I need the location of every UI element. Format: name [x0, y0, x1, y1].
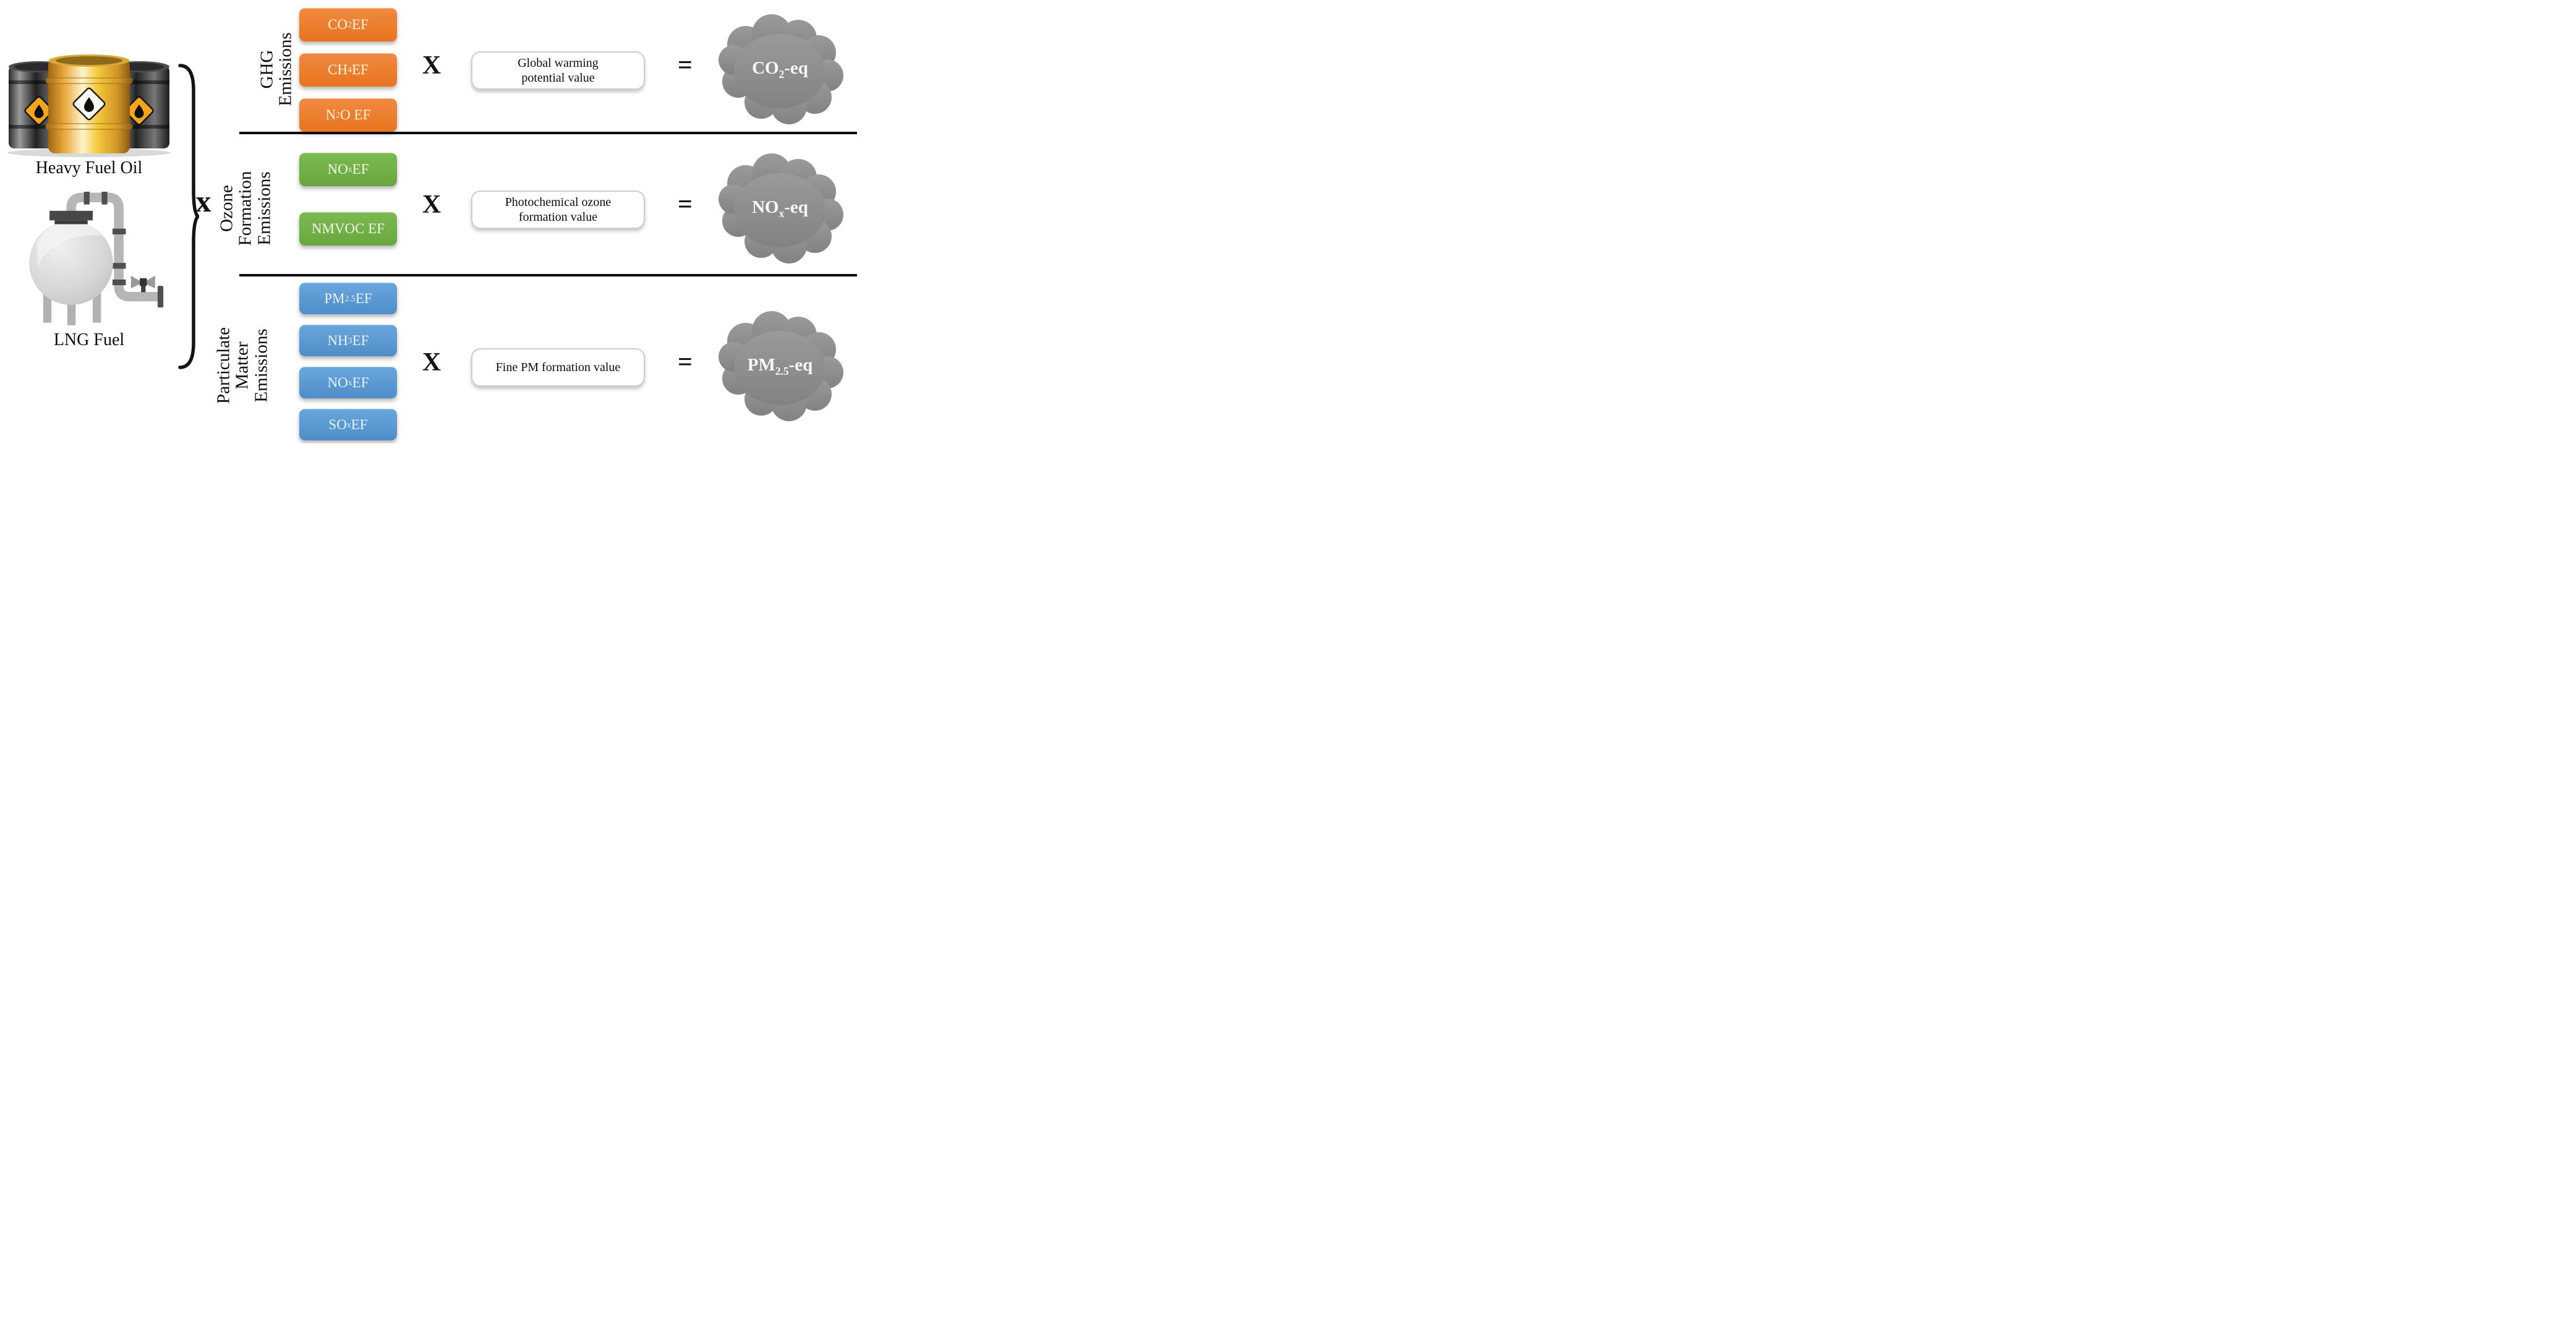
cloud-label: CO2-eq	[752, 58, 808, 80]
curly-brace-icon	[178, 64, 199, 369]
equals-operator: =	[678, 51, 693, 80]
section-divider	[239, 132, 857, 134]
equals-operator: =	[678, 190, 693, 219]
oil-barrels-icon	[7, 54, 171, 157]
lng-fuel-label: LNG Fuel	[53, 330, 125, 349]
multiply-operator-fuels: x	[195, 184, 211, 218]
multiply-operator: X	[422, 348, 441, 377]
cloud-label: PM2.5-eq	[747, 355, 813, 377]
heavy-fuel-oil-label: Heavy Fuel Oil	[35, 158, 143, 178]
nox-eq-cloud: NOx-eq	[715, 150, 845, 267]
nmvoc-ef-box: NMVOC EF	[299, 212, 397, 246]
fine-pm-value-box: Fine PM formation value	[471, 348, 645, 387]
lng-tank-icon	[29, 192, 164, 325]
multiply-operator: X	[422, 190, 441, 219]
pm25-eq-cloud: PM2.5-eq	[715, 307, 845, 425]
multiply-operator: X	[422, 51, 441, 80]
co2-eq-cloud: CO2-eq	[715, 11, 845, 128]
cloud-label: NOx-eq	[752, 197, 808, 220]
emission-factor-diagram: Heavy Fuel Oil LNG Fuel	[0, 0, 859, 443]
equals-operator: =	[678, 348, 693, 377]
section-divider	[239, 274, 857, 276]
